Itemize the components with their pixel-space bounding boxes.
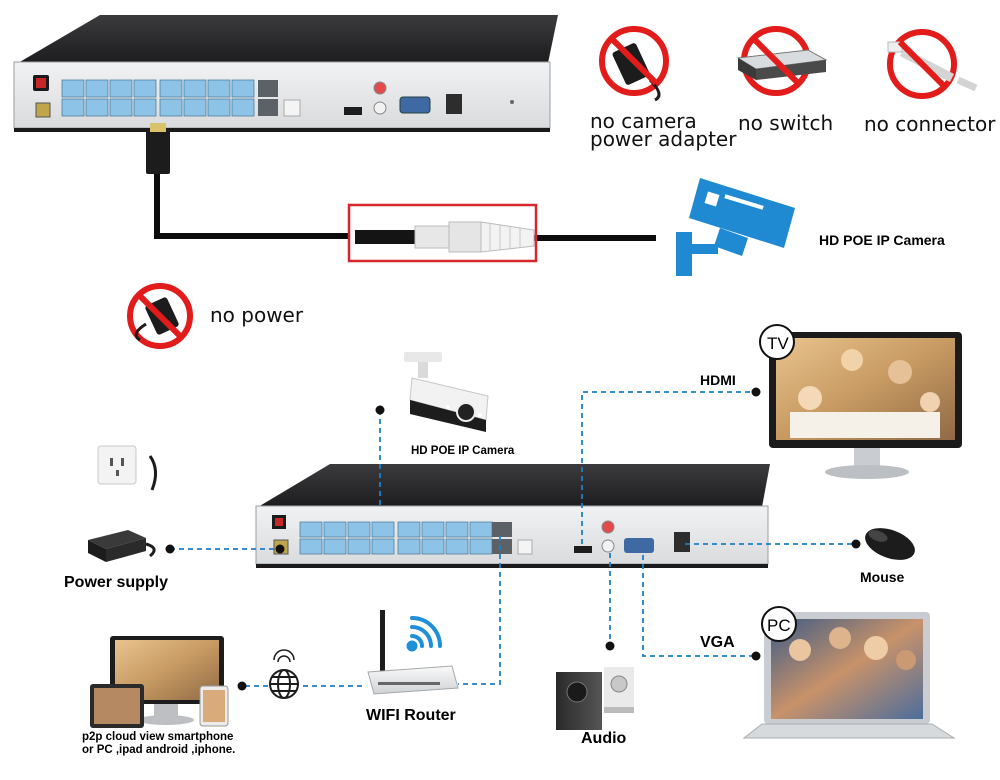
prohibit-power-adapter-icon bbox=[599, 26, 669, 102]
no-connector-label: no connector bbox=[864, 112, 996, 136]
tv-badge-circle bbox=[759, 324, 795, 360]
prohibit-no-power-icon bbox=[127, 283, 193, 349]
hd-poe-ip-camera-icon-top bbox=[676, 178, 795, 276]
client-devices bbox=[90, 636, 229, 728]
connector-highlight-box bbox=[347, 203, 538, 263]
mouse-label: Mouse bbox=[860, 569, 905, 585]
tv-badge: TV bbox=[767, 334, 789, 353]
audio-label: Audio bbox=[581, 730, 627, 747]
globe-internet-icon bbox=[269, 669, 299, 699]
prohibit-switch-icon bbox=[736, 26, 828, 96]
bottom-nvr-recorder bbox=[255, 464, 770, 568]
mouse-device bbox=[865, 528, 915, 560]
power-supply-adapter bbox=[88, 530, 156, 562]
prohibit-connector-icon bbox=[887, 29, 978, 99]
bottom-camera-label: HD POE IP Camera bbox=[411, 445, 515, 457]
no-camera-power-adapter-label: no camera power adapter bbox=[590, 109, 737, 151]
globe-signal-icon bbox=[273, 649, 295, 663]
p2p-cloud-label: p2p cloud view smartphone or PC ,ipad an… bbox=[82, 731, 235, 757]
no-camera-label-line2: power adapter bbox=[590, 127, 737, 151]
top-camera-label: HD POE IP Camera bbox=[819, 232, 945, 248]
no-switch-label: no switch bbox=[738, 111, 834, 135]
pc-laptop bbox=[742, 612, 956, 739]
power-supply-label: Power supply bbox=[64, 574, 169, 591]
wall-socket bbox=[97, 445, 157, 491]
vga-label: VGA bbox=[700, 634, 735, 651]
audio-speakers bbox=[556, 667, 634, 730]
connection-dots bbox=[165, 387, 861, 691]
wifi-router bbox=[367, 610, 459, 695]
wifi-signal-icon bbox=[406, 616, 442, 652]
tv-monitor bbox=[769, 332, 962, 479]
p2p-label-line1: p2p cloud view smartphone bbox=[82, 731, 234, 743]
no-power-label: no power bbox=[210, 303, 304, 327]
pc-badge-circle bbox=[761, 606, 797, 642]
hdmi-label: HDMI bbox=[700, 372, 736, 388]
connection-lines bbox=[170, 391, 856, 687]
no-camera-label-line1: no camera bbox=[590, 109, 697, 133]
top-poe-cable bbox=[146, 123, 656, 241]
top-nvr-recorder bbox=[13, 15, 558, 132]
wifi-router-label: WIFI Router bbox=[366, 707, 456, 724]
pc-badge: PC bbox=[767, 616, 791, 635]
p2p-label-line2: or PC ,ipad android ,iphone. bbox=[82, 744, 236, 756]
hd-poe-bullet-camera bbox=[404, 352, 489, 432]
